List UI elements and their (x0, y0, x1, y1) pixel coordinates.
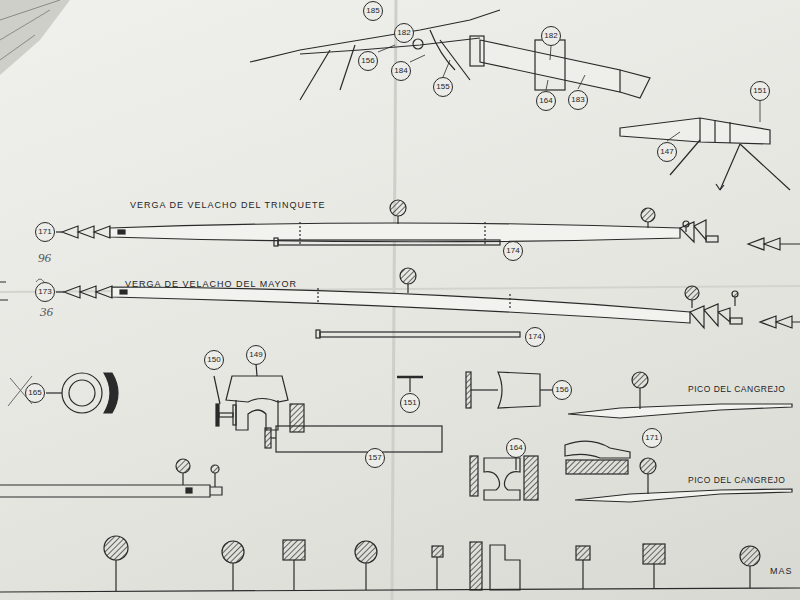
leader-lines (378, 45, 760, 141)
callout-number: 165 (25, 383, 45, 403)
callout-number: 185 (363, 1, 383, 21)
part-title: VERGA DE VELACHO DEL TRINQUETE (130, 200, 326, 210)
callout-number: 156 (358, 51, 378, 71)
callout-number: 147 (657, 142, 677, 162)
callout-number: 174 (503, 241, 523, 261)
callout-number: 149 (246, 345, 266, 365)
bottom-sections (0, 536, 800, 592)
callout-number: 157 (365, 448, 385, 468)
callout-number: 151 (400, 393, 420, 413)
callout-number: 171 (35, 222, 55, 242)
part-title: PICO DEL CANGREJO (688, 384, 785, 394)
callout-number: 182 (394, 23, 414, 43)
callout-number: 156 (552, 380, 572, 400)
callout-number: 164 (506, 438, 526, 458)
pencil-note: 96 (38, 250, 51, 266)
callout-number: 155 (433, 77, 453, 97)
main-topsail-yard (0, 268, 800, 338)
callout-number: 150 (204, 350, 224, 370)
callout-number: 164 (536, 91, 556, 111)
fittings (0, 364, 792, 502)
top-rigging-detail (250, 10, 790, 190)
part-title: MAS (770, 566, 793, 576)
callout-number: 184 (391, 61, 411, 81)
pencil-note: 36 (40, 304, 53, 320)
part-title: PICO DEL CANGREJO (688, 475, 785, 485)
callout-number: 174 (525, 327, 545, 347)
callout-number: 171 (642, 428, 662, 448)
callout-number: 151 (750, 81, 770, 101)
callout-number: 182 (541, 26, 561, 46)
callout-number: 183 (568, 90, 588, 110)
fore-topsail-yard (56, 200, 800, 250)
callout-number: 173 (35, 282, 55, 302)
part-title: VERGA DE VELACHO DEL MAYOR (125, 279, 297, 289)
